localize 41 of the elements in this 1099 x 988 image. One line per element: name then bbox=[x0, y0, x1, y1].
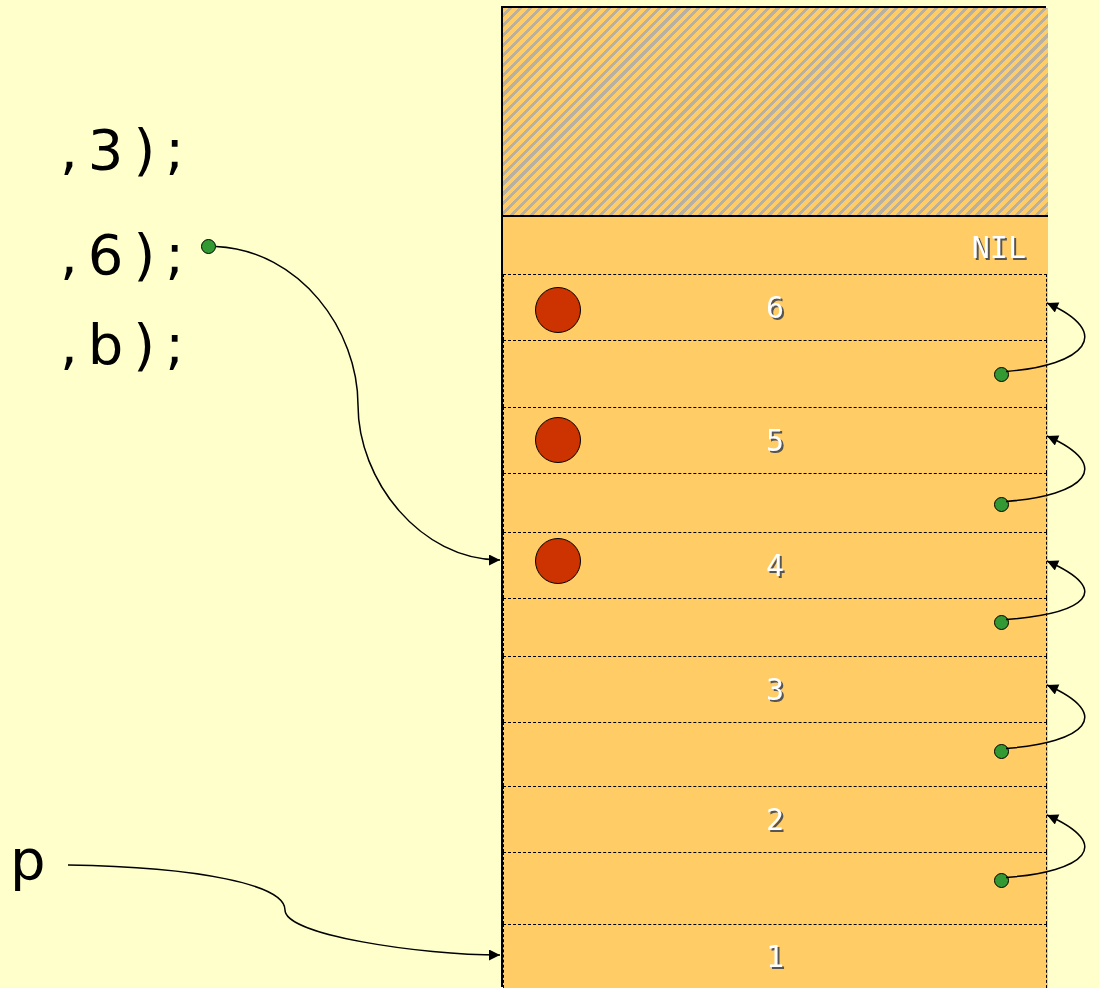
frame-number: 5 bbox=[765, 423, 785, 458]
frame-number: 1 bbox=[765, 939, 785, 974]
variable-name: p bbox=[10, 830, 56, 890]
frame-number: 2 bbox=[765, 802, 785, 837]
stack-box bbox=[501, 6, 1046, 987]
arrow bbox=[1005, 814, 1086, 879]
arrow bbox=[1005, 435, 1086, 503]
code-text: ,b); bbox=[60, 315, 195, 375]
unused-stack-area bbox=[503, 8, 1048, 217]
marker-circle bbox=[535, 538, 581, 584]
stack-cell bbox=[503, 274, 1047, 340]
frame-number: 6 bbox=[765, 290, 785, 325]
marker-circle bbox=[535, 417, 581, 463]
arrow bbox=[215, 245, 501, 565]
frame-number: 3 bbox=[765, 672, 785, 707]
stack-cell bbox=[503, 786, 1047, 852]
stack-cell bbox=[503, 473, 1047, 532]
stack-cell bbox=[503, 722, 1047, 786]
pointer-dot bbox=[994, 497, 1009, 512]
stack-cell bbox=[503, 852, 1047, 924]
frame-number: 4 bbox=[765, 548, 785, 583]
stack-cell bbox=[503, 598, 1047, 656]
code-text: ,3); bbox=[60, 120, 195, 180]
stack-cell bbox=[503, 656, 1047, 722]
pointer-dot bbox=[994, 873, 1009, 888]
stack-cell bbox=[503, 924, 1047, 988]
pointer-dot bbox=[994, 744, 1009, 759]
arrow bbox=[1005, 684, 1086, 750]
pointer-dot bbox=[201, 239, 216, 254]
arrow bbox=[67, 864, 501, 961]
arrow bbox=[1005, 302, 1086, 373]
stack-frames-area bbox=[503, 217, 1048, 988]
pointer-dot bbox=[994, 615, 1009, 630]
stack-cell bbox=[503, 340, 1047, 407]
stack-cell bbox=[503, 532, 1047, 598]
pointer-dot bbox=[994, 367, 1009, 382]
nil-label: NIL bbox=[971, 231, 1026, 265]
code-text: ,6); bbox=[60, 225, 195, 285]
arrow bbox=[1005, 560, 1086, 621]
stack-cell bbox=[503, 407, 1047, 473]
marker-circle bbox=[535, 287, 581, 333]
